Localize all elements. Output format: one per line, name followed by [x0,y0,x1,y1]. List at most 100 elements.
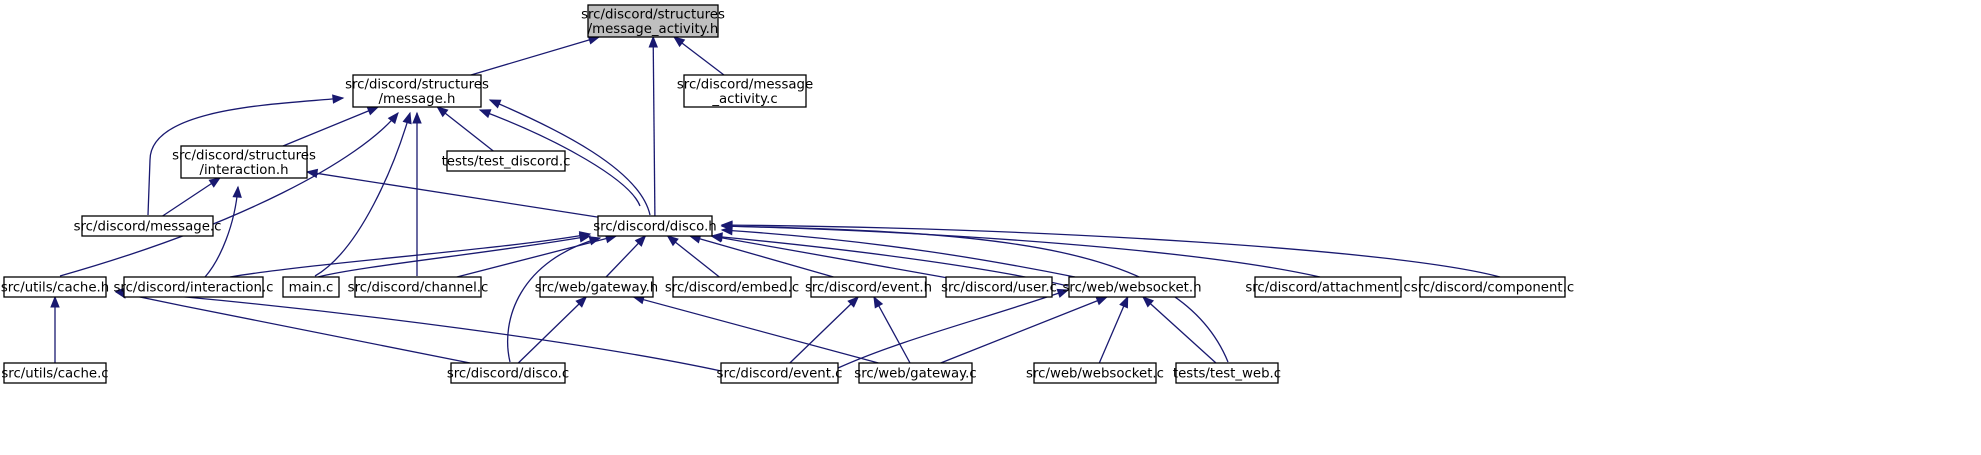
node-event-c[interactable]: src/discord/event.c [717,362,843,384]
node-box [539,276,654,298]
edge-websocket_h-to-gateway_c [940,296,1109,364]
node-label-line: src/web/gateway.h [535,281,659,296]
edge-message_h-to-test_discord_c [436,106,494,152]
node-gateway-c[interactable]: src/web/gateway.c [854,362,977,384]
edge-interaction_h-to-disco_h [305,168,599,218]
node-box [1175,362,1279,384]
node-label-line: src/discord/message.c [74,220,222,235]
node-disco-h[interactable]: src/discord/disco.h [593,215,717,237]
edge-message_h-to-cache_h [59,111,399,277]
node-label-line: _activity.c [711,92,777,107]
edge-event_h-to-event_c [789,296,860,364]
node-interaction-h[interactable]: src/discord/structures/interaction.h [172,145,316,179]
edge-disco_h-to-user_c [710,233,947,279]
node-message-c[interactable]: src/discord/message.c [74,215,222,237]
node-label-line: tests/test_discord.c [442,155,571,170]
node-label-line: /message_activity.h [588,22,719,37]
node-message-h[interactable]: src/discord/structures/message.h [345,74,489,108]
node-box [352,74,482,108]
node-test-discord-c[interactable]: tests/test_discord.c [442,150,571,172]
edge-disco_h-to-test_web_c [720,221,1229,363]
node-box [683,74,807,108]
node-box [1254,276,1402,298]
edge-gateway_h-to-disco_c [517,296,588,364]
nodes-layer: src/discord/structures/message_activity.… [1,4,1574,384]
node-label-line: src/discord/structures [581,7,725,22]
node-label-line: src/utils/cache.c [1,367,108,382]
node-label-line: src/discord/disco.c [447,367,569,382]
edge-interaction_h-to-message_c [162,177,221,217]
edge-disco_h-to-main_c [317,233,592,278]
node-label-line: main.c [289,281,334,296]
node-component-c[interactable]: src/discord/component.c [1411,276,1574,298]
edge-disco_h-to-embed_c [666,235,720,278]
node-label-line: src/discord/attachment.c [1245,281,1410,296]
edge-disco_h-to-gateway_h [605,235,647,278]
edge-disco_h-to-message_h [478,109,641,207]
node-box [1419,276,1566,298]
node-message-activity-h[interactable]: src/discord/structures/message_activity.… [581,4,725,38]
node-label-line: src/discord/structures [172,148,316,163]
node-box [672,276,792,298]
node-box [81,215,214,237]
node-label-line: src/discord/channel.c [348,281,489,296]
node-websocket-c[interactable]: src/web/websocket.c [1026,362,1164,384]
node-box [450,362,566,384]
node-embed-c[interactable]: src/discord/embed.c [665,276,799,298]
node-box [587,4,719,38]
node-cache-c[interactable]: src/utils/cache.c [1,362,109,384]
node-box [1068,276,1196,298]
edge-websocket_h-to-test_web_c [1142,296,1217,364]
node-box [597,215,713,237]
node-label-line: src/discord/event.h [805,281,932,296]
edge-interaction_h-to-interaction_c [204,185,242,278]
node-label-line: src/discord/embed.c [665,281,799,296]
edge-disco_h-to-disco_c [506,236,602,363]
node-box [810,276,927,298]
node-test-web-c[interactable]: tests/test_web.c [1173,362,1281,384]
node-event-h[interactable]: src/discord/event.h [805,276,932,298]
node-box [123,276,264,298]
node-box [446,150,566,172]
edge-message_activity_h-to-message_h [470,35,601,76]
node-interaction-c[interactable]: src/discord/interaction.c [113,276,274,298]
edge-message_h-to-interaction_h [282,106,380,147]
node-websocket-h[interactable]: src/web/websocket.h [1062,276,1202,298]
node-box [945,276,1053,298]
edge-event_h-to-gateway_c [873,295,911,364]
node-channel-c[interactable]: src/discord/channel.c [348,276,489,298]
node-label-line: src/discord/event.c [717,367,843,382]
node-label-line: src/web/gateway.c [854,367,976,382]
node-cache-h[interactable]: src/utils/cache.h [1,276,109,298]
node-label-line: src/discord/interaction.c [113,281,273,296]
node-attachment-c[interactable]: src/discord/attachment.c [1245,276,1411,298]
node-box [180,145,308,179]
edge-message_h-to-channel_c [412,111,422,276]
node-label-line: src/utils/cache.h [1,281,109,296]
edge-message_activity_h-to-message_activity_c [672,36,725,76]
node-box [282,276,340,298]
node-box [3,276,107,298]
node-label-line: src/web/websocket.h [1062,281,1201,296]
edge-message_h-to-disco_h [488,99,651,216]
edge-disco_h-to-attachment_c [720,221,1321,278]
node-message-activity-c[interactable]: src/discord/message_activity.c [677,74,813,108]
edge-disco_h-to-interaction_c [229,231,592,278]
edge-cache_h-to-cache_c [50,295,60,363]
node-label-line: src/web/websocket.c [1026,367,1164,382]
node-box [3,362,107,384]
node-gateway-h[interactable]: src/web/gateway.h [535,276,659,298]
node-label-line: tests/test_web.c [1173,367,1281,382]
node-label-line: src/discord/structures [345,77,489,92]
edge-cache_h-to-disco_c [114,289,471,364]
node-box [354,276,482,298]
edge-gateway_h-to-gateway_c [632,295,879,364]
node-label-line: src/discord/disco.h [593,220,716,235]
node-user-c[interactable]: src/discord/user.c [941,276,1057,298]
node-label-line: src/discord/component.c [1411,281,1574,296]
node-disco-c[interactable]: src/discord/disco.c [447,362,569,384]
edge-websocket_h-to-websocket_c [1098,295,1129,364]
node-box [858,362,973,384]
node-main-c[interactable]: main.c [282,276,340,298]
